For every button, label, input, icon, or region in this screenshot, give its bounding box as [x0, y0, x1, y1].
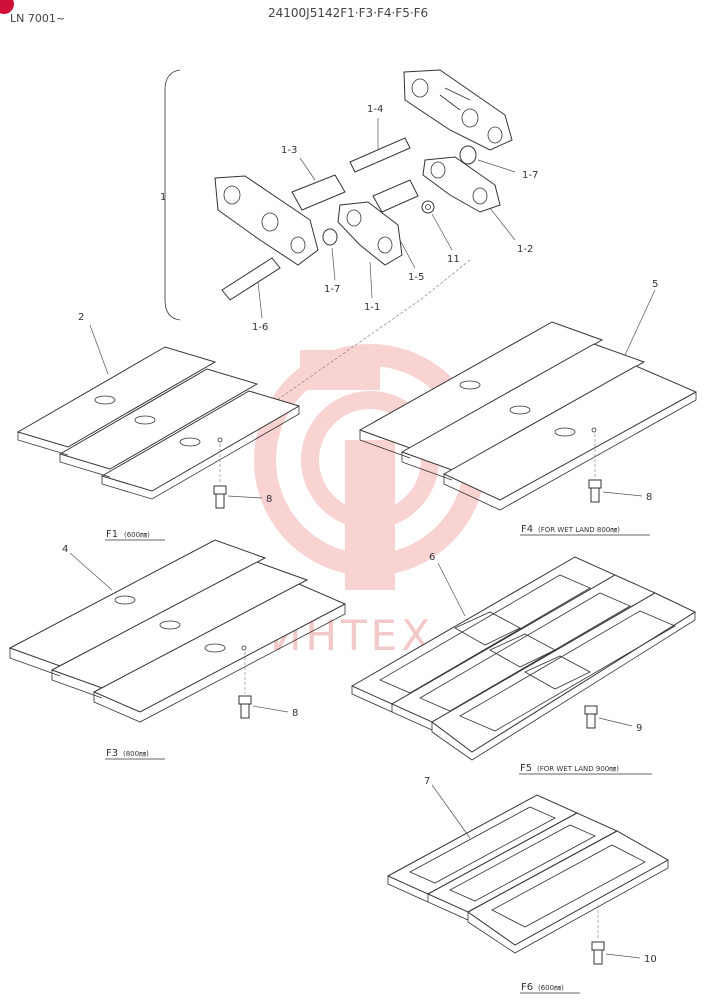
- bushing-1-3: [291, 174, 346, 211]
- caption-f6-code: F6: [521, 982, 533, 993]
- label-1: 1: [160, 192, 166, 203]
- label-1-7-lower: 1-7: [324, 284, 340, 295]
- shoe-f3: [8, 539, 347, 723]
- caption-f5-code: F5: [520, 763, 532, 774]
- label-1-6: 1-6: [252, 322, 268, 333]
- pin-1-4: [349, 137, 411, 173]
- label-7: 7: [424, 776, 430, 787]
- shoe-f5: [350, 556, 697, 761]
- shoe-f6: [386, 794, 670, 954]
- label-1-1: 1-1: [364, 302, 380, 313]
- label-8-f4: 8: [646, 492, 652, 503]
- label-11: 11: [447, 254, 460, 265]
- shoe-f1: [16, 346, 301, 500]
- bolt-8-f1: [213, 485, 227, 509]
- label-5: 5: [652, 279, 658, 290]
- link-1-4: [403, 69, 513, 151]
- link-1-1: [337, 201, 403, 266]
- link-left: [214, 175, 319, 266]
- caption-f1-size: (600㎜): [124, 531, 150, 539]
- seal-1-7-lower: [322, 228, 338, 246]
- caption-f3-size: (800㎜): [123, 750, 149, 758]
- label-8-f3: 8: [292, 708, 298, 719]
- label-1-3: 1-3: [281, 145, 297, 156]
- label-2: 2: [78, 312, 84, 323]
- label-6: 6: [429, 552, 435, 563]
- assembly-bracket: [164, 69, 181, 321]
- header-title: 24100J5142F1·F3·F4·F5·F6: [268, 6, 429, 20]
- corner-mark-icon: [0, 0, 14, 14]
- caption-f4-size: (FOR WET LAND 800㎜): [538, 526, 620, 534]
- label-10: 10: [644, 954, 657, 965]
- caption-f4-code: F4: [521, 524, 533, 535]
- label-1-2: 1-2: [517, 244, 533, 255]
- seal-1-7-upper: [459, 145, 477, 165]
- caption-f5-size: (FOR WET LAND 900㎜): [537, 765, 619, 773]
- bolt-10-f6: [591, 941, 605, 965]
- nut-11: [421, 200, 435, 214]
- shoe-f4: [358, 321, 698, 511]
- label-9: 9: [636, 723, 642, 734]
- bolt-8-f4: [588, 479, 602, 503]
- caption-f6-size: (600㎜): [538, 984, 564, 992]
- bolt-9-f5: [584, 705, 598, 729]
- pin-1-6: [221, 257, 281, 301]
- caption-f3-code: F3: [106, 748, 118, 759]
- label-1-5: 1-5: [408, 272, 424, 283]
- label-4: 4: [62, 544, 68, 555]
- header-left-code: LN 7001~: [10, 12, 66, 25]
- caption-f1-code: F1: [106, 529, 118, 540]
- label-8-f1: 8: [266, 494, 272, 505]
- label-1-7-upper: 1-7: [522, 170, 538, 181]
- link-1-2: [422, 156, 501, 213]
- bushing-1-5: [372, 179, 419, 213]
- bolt-8-f3: [238, 695, 252, 719]
- label-1-4: 1-4: [367, 104, 383, 115]
